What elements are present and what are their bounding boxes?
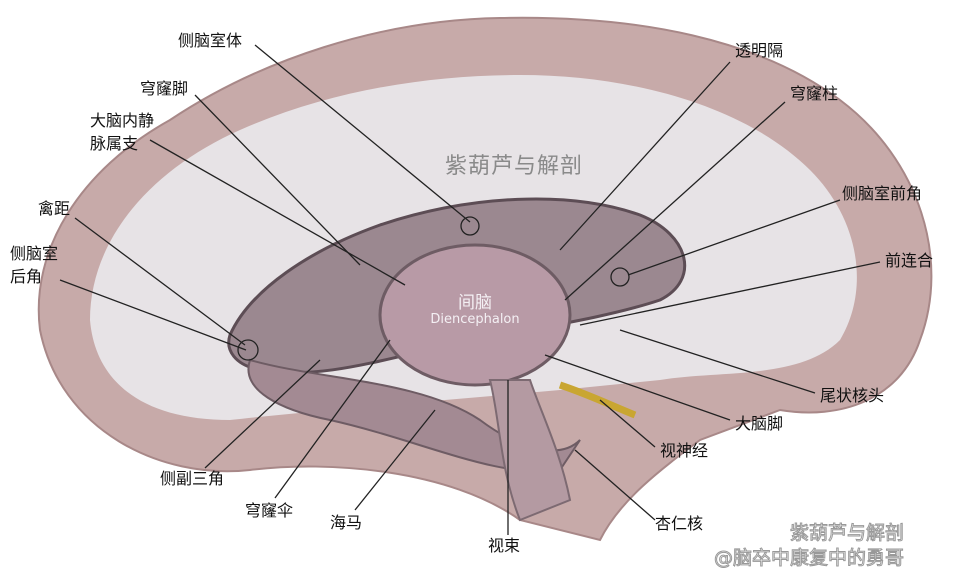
center-watermark: 紫葫芦与解剖 (445, 154, 584, 179)
label-internal-cerebral-vein-1: 大脑内静 (90, 111, 155, 130)
label-optic-nerve: 视神经 (660, 441, 709, 460)
corner-user-watermark: @脑卒中康复中的勇哥 (713, 547, 905, 570)
diencephalon-subtitle: Diencephalon (430, 312, 520, 327)
label-anterior-commissure: 前连合 (885, 251, 934, 270)
label-optic-tract: 视束 (488, 536, 521, 555)
label-posterior-horn-1: 侧脑室 (10, 244, 59, 263)
label-hippocampus: 海马 (330, 513, 363, 532)
corner-brand-watermark: 紫葫芦与解剖 (789, 522, 905, 545)
diencephalon-shape (378, 243, 572, 387)
brainstem-shape (488, 379, 572, 522)
label-internal-cerebral-vein-2: 脉属支 (90, 134, 139, 153)
label-anterior-horn: 侧脑室前角 (842, 184, 923, 203)
label-fimbria: 穹窿伞 (245, 501, 294, 520)
label-collateral-trigone: 侧副三角 (160, 469, 225, 488)
label-calcar-avis: 禽距 (38, 199, 71, 218)
label-caudate-head: 尾状核头 (820, 386, 885, 405)
label-fornix-column: 穹窿柱 (790, 84, 839, 103)
label-amygdala: 杏仁核 (655, 514, 704, 533)
label-septum-pellucidum: 透明隔 (735, 41, 784, 60)
label-lateral-ventricle-body: 侧脑室体 (178, 31, 243, 50)
leader-lines (59, 44, 881, 535)
label-posterior-horn-2: 后角 (10, 267, 43, 286)
label-cerebral-peduncle: 大脑脚 (735, 414, 784, 433)
optic-nerve-shape (558, 381, 637, 419)
diencephalon-title: 间脑 (458, 293, 492, 313)
label-fornix-crus: 穹窿脚 (140, 79, 189, 98)
